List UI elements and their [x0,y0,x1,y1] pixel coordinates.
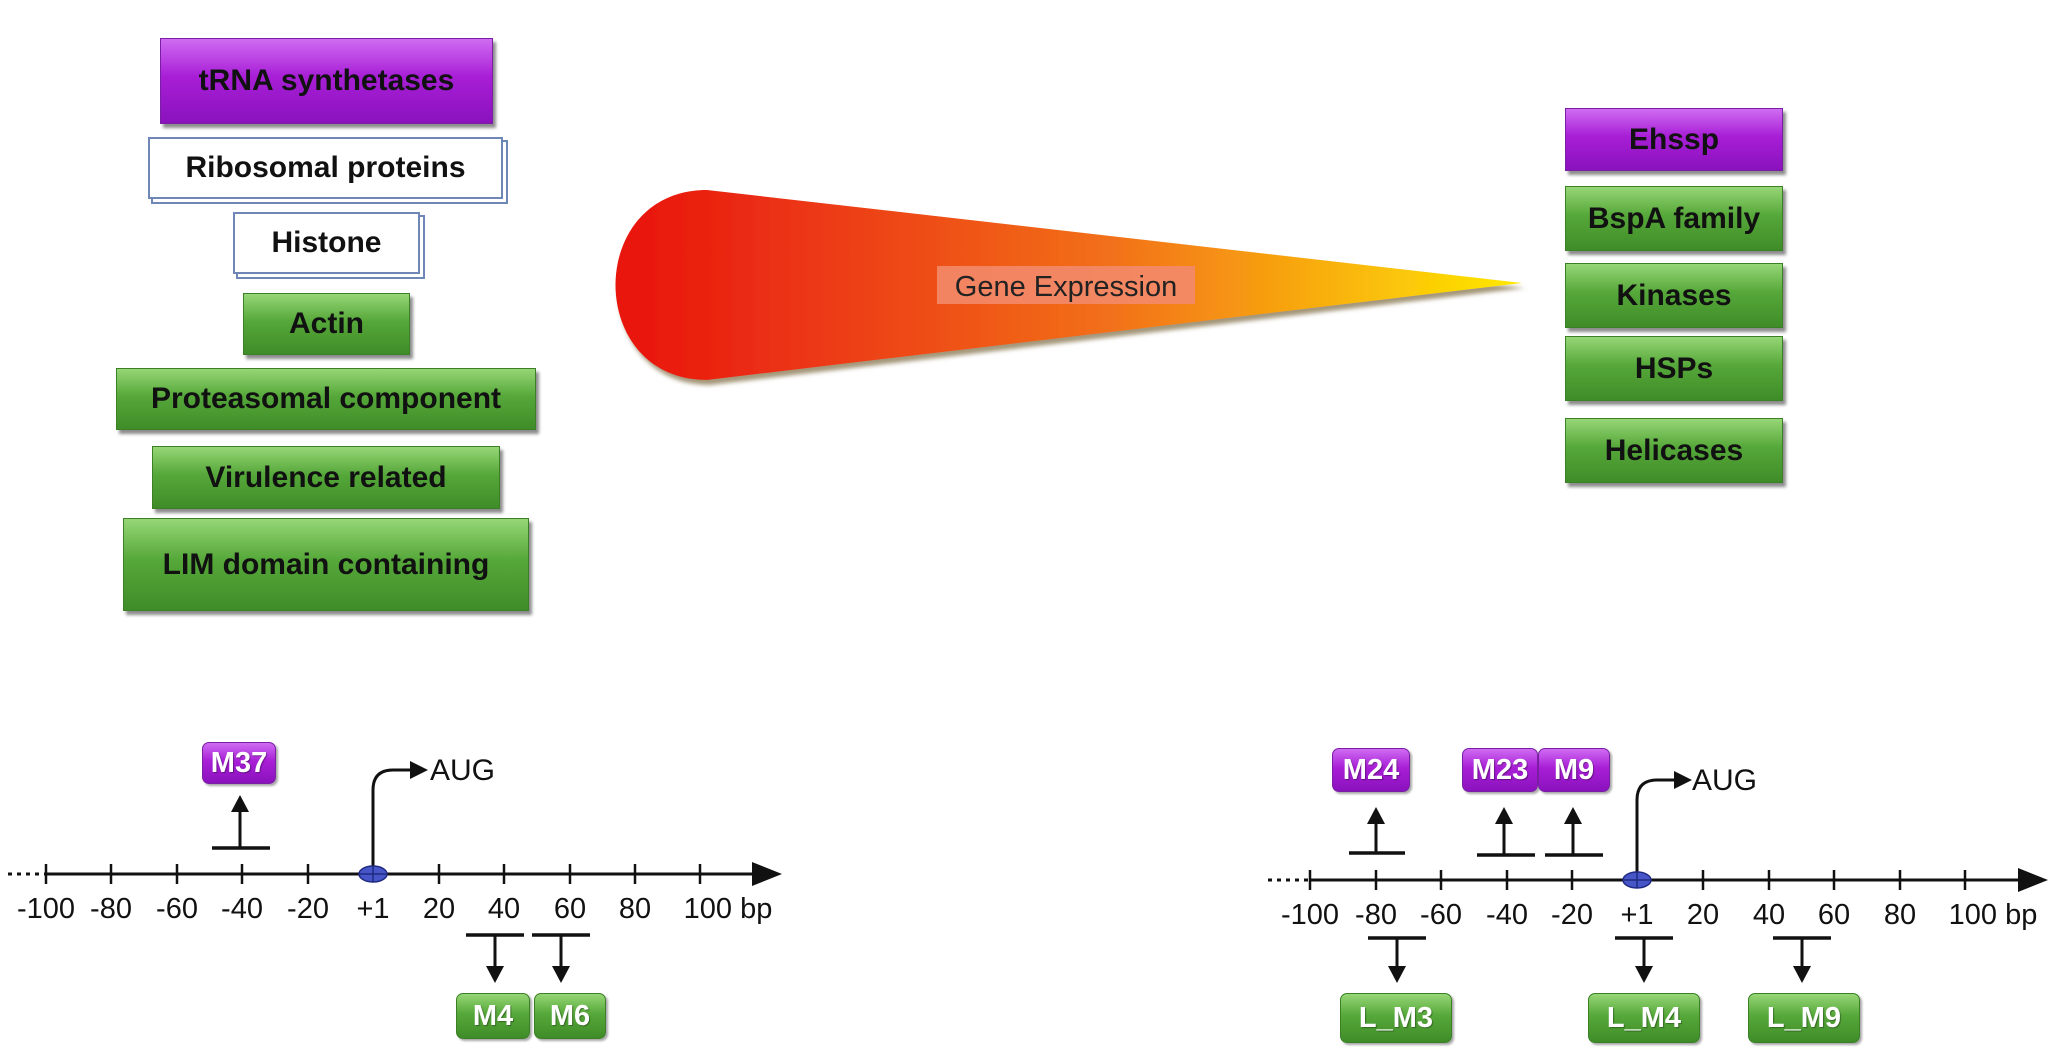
motif-m24: M24 [1332,748,1410,792]
gene-box-hsps: HSPs [1565,336,1783,401]
tick-label: -80 [90,893,132,925]
tick-label: 100 bp [1948,899,2038,931]
gene-box-trna-synthetases: tRNA synthetases [160,38,493,124]
gene-box-histone: Histone [233,212,420,274]
tick-label: -60 [1420,899,1462,931]
tick-label: -40 [1486,899,1528,931]
tick-label: 80 [1883,899,1917,931]
tick-label: 80 [618,893,652,925]
motif-l-m3: L_M3 [1340,993,1452,1043]
tick-label: 40 [487,893,521,925]
tick-label: +1 [1620,899,1654,931]
motif-m6: M6 [534,993,606,1039]
motif-m23: M23 [1462,748,1538,792]
motif-l-m4: L_M4 [1588,993,1700,1043]
tss-aug-label-right: AUG [1692,764,1758,797]
gene-box-ribosomal-proteins: Ribosomal proteins [148,137,503,199]
tick-label: -80 [1355,899,1397,931]
gene-box-lim-domain-containing: LIM domain containing [123,518,529,611]
tick-label: +1 [356,893,390,925]
motif-m4: M4 [456,993,530,1039]
tss-aug-label-left: AUG [430,754,496,787]
gene-box-ehssp: Ehssp [1565,108,1783,171]
promoter-axis-right [1268,771,2048,983]
tick-label: 60 [553,893,587,925]
tick-label: -20 [1551,899,1593,931]
tick-label: -100 [16,893,76,925]
gene-box-bspa-family: BspA family [1565,186,1783,251]
gene-expression-label-bg [937,266,1195,304]
gene-box-kinases: Kinases [1565,263,1783,328]
motif-m9: M9 [1538,748,1610,792]
gene-box-helicases: Helicases [1565,418,1783,483]
tick-label: -40 [221,893,263,925]
tick-label: -100 [1280,899,1340,931]
tick-label: 20 [1686,899,1720,931]
motif-l-m9: L_M9 [1748,993,1860,1043]
gene-box-virulence-related: Virulence related [152,446,500,509]
tick-label: 100 bp [683,893,773,925]
tick-label: -20 [287,893,329,925]
motif-m37: M37 [202,742,276,784]
gene-box-actin: Actin [243,293,410,355]
promoter-axis-left [8,761,782,983]
tick-label: 60 [1817,899,1851,931]
tick-label: -60 [156,893,198,925]
tick-label: 40 [1752,899,1786,931]
gene-box-proteasomal-component: Proteasomal component [116,368,536,430]
gene-expression-label: Gene Expression [955,271,1177,303]
tick-label: 20 [422,893,456,925]
